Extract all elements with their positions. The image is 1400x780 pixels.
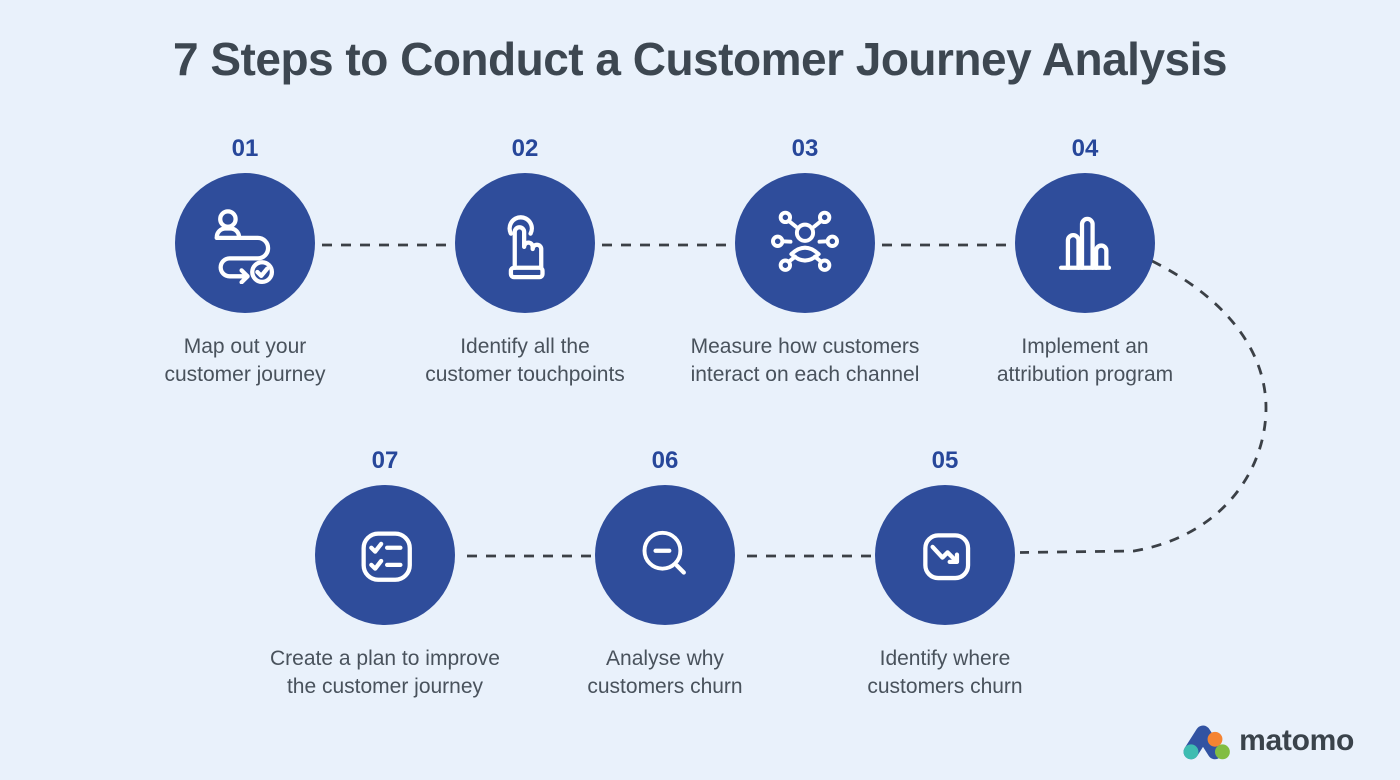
step-number: 06 <box>651 447 679 474</box>
checklist-icon <box>361 531 412 582</box>
step-02: 02 Identify all the customer touchpoints <box>385 133 665 389</box>
step-06: 06 Analyse why customers churn <box>525 445 805 701</box>
person-network-icon <box>771 210 839 272</box>
step-label-line1: Analyse why <box>606 647 724 670</box>
matomo-logo-mark-icon <box>1183 725 1230 760</box>
tap-finger-icon <box>507 215 545 280</box>
step-label: Measure how customers interact on each c… <box>691 333 920 389</box>
step-label-line2: customers churn <box>867 675 1023 698</box>
step-label: Identify where customers churn <box>867 645 1022 701</box>
step-label-line1: Implement an <box>1021 335 1149 358</box>
step-label: Identify all the customer touchpoints <box>425 333 625 389</box>
magnifier-minus-icon <box>642 530 686 575</box>
step-icon-circle <box>455 173 595 313</box>
journey-map-icon <box>214 209 275 284</box>
step-label: Analyse why customers churn <box>587 645 742 701</box>
step-label-line1: Identify where <box>879 647 1011 670</box>
step-number: 02 <box>511 135 539 162</box>
downtrend-arrow-icon <box>923 533 971 581</box>
step-04: 04 Implement an attribution program <box>945 133 1225 389</box>
step-number: 05 <box>931 447 959 474</box>
step-03: 03 Measure how customers interact <box>665 133 945 389</box>
step-icon-circle <box>315 485 455 625</box>
step-label-line1: Measure how customers <box>690 335 920 358</box>
matomo-logo: matomo <box>1183 722 1354 760</box>
step-icon-circle <box>595 485 735 625</box>
step-number: 03 <box>791 135 819 162</box>
step-icon-circle <box>175 173 315 313</box>
step-label-line1: Identify all the <box>460 335 590 358</box>
step-number: 07 <box>371 447 399 474</box>
step-label-line2: attribution program <box>996 363 1174 386</box>
matomo-wordmark: matomo <box>1239 724 1354 757</box>
step-label-line2: customer journey <box>164 363 326 386</box>
step-label: Implement an attribution program <box>997 333 1173 389</box>
step-number: 01 <box>231 135 259 162</box>
page-title: 7 Steps to Conduct a Customer Journey An… <box>173 33 1227 85</box>
step-label-line1: Create a plan to improve <box>270 647 500 670</box>
step-label-line2: customers churn <box>587 675 743 698</box>
step-07: 07 Create a plan to improve the customer… <box>245 445 525 701</box>
step-label-line1: Map out your <box>183 335 307 358</box>
step-label-line2: customer touchpoints <box>425 363 625 386</box>
step-05: 05 Identify where customers churn <box>805 445 1085 701</box>
step-01: 01 Map out your customer journey <box>105 133 385 389</box>
step-label-line2: interact on each channel <box>690 363 920 386</box>
step-icon-circle <box>735 173 875 313</box>
step-label-line2: the customer journey <box>286 675 484 698</box>
bar-chart-icon <box>1058 216 1112 270</box>
step-number: 04 <box>1071 135 1099 162</box>
step-icon-circle <box>875 485 1015 625</box>
step-label: Create a plan to improve the customer jo… <box>270 645 500 701</box>
step-label: Map out your customer journey <box>164 333 325 389</box>
step-icon-circle <box>1015 173 1155 313</box>
